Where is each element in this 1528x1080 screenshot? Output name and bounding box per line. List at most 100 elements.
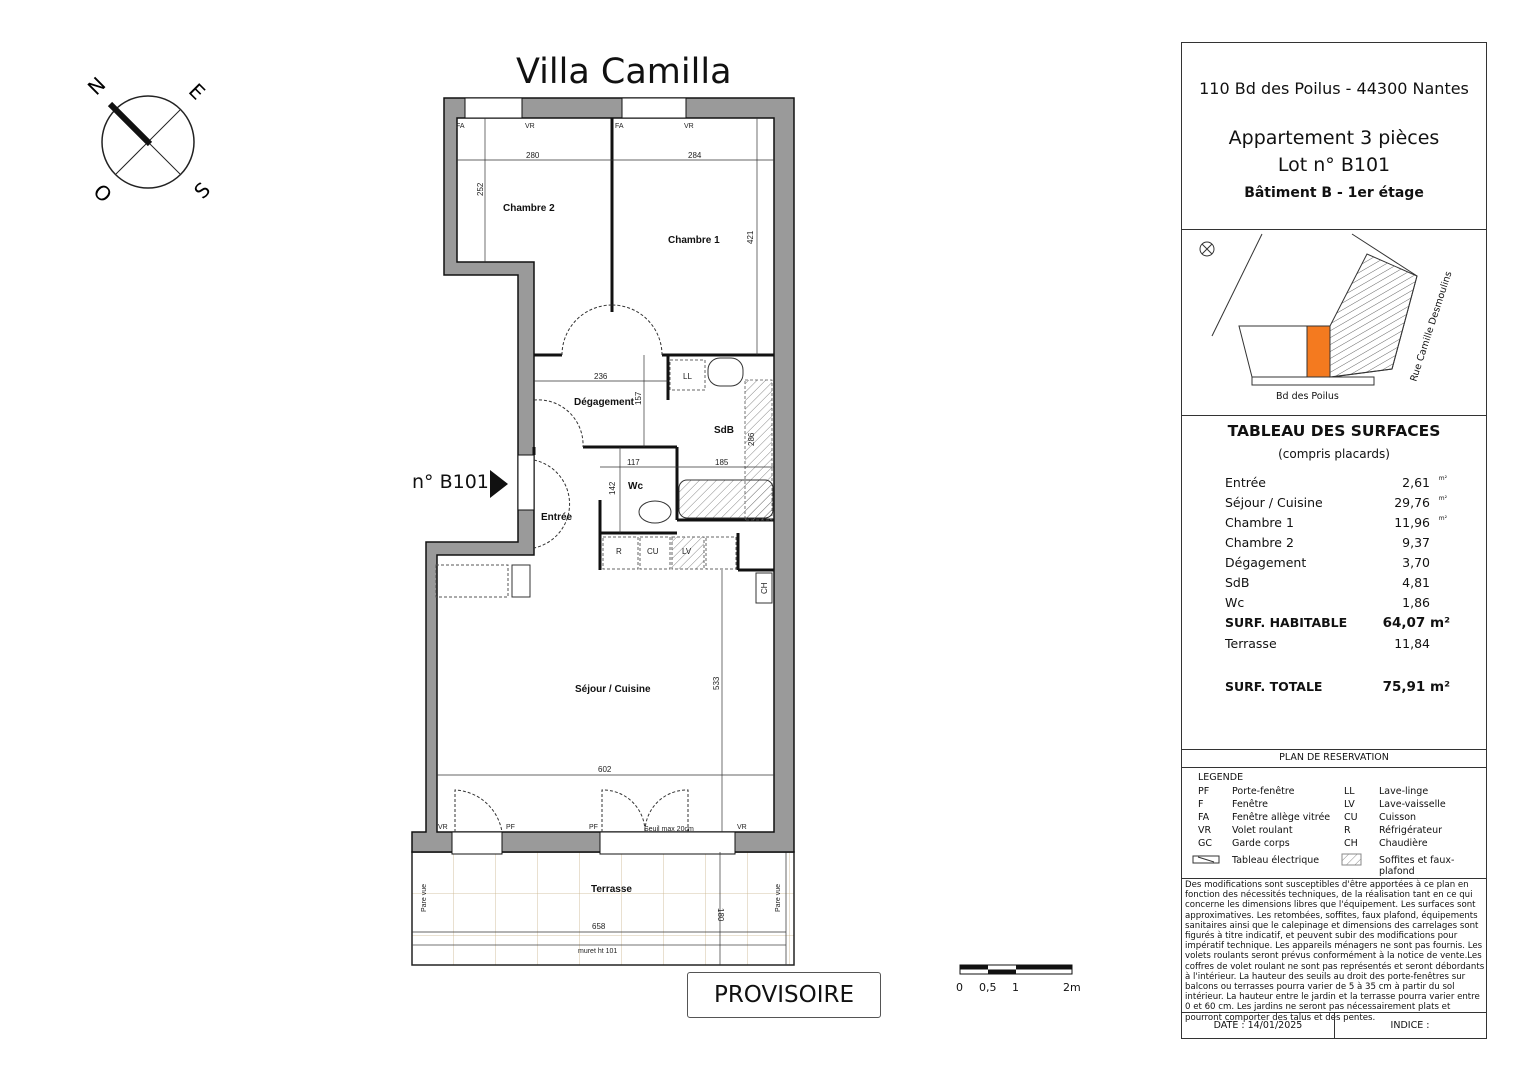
legend-code: CU [1344,812,1358,823]
row-unit: m² [1438,515,1447,522]
row-label: Chambre 2 [1225,535,1294,550]
plan-title: PLAN DE RESERVATION [1279,752,1389,763]
mark-vr: VR [438,824,448,831]
header-section: 110 Bd des Poilus - 44300 Nantes Apparte… [1182,43,1486,230]
disclaimer-section: Des modifications sont susceptibles d'êt… [1182,878,1486,1023]
room-entree: Entrée [541,512,573,523]
legend-text: Lave-vaisselle [1379,799,1446,810]
mark-vr: VR [525,123,535,130]
legend-code: GC [1198,838,1212,849]
table-subtitle: (compris placards) [1278,447,1390,461]
building-floor: Bâtiment B - 1er étage [1244,185,1424,201]
mark-fa: FA [456,123,465,130]
room-sdb: SdB [714,425,734,436]
dim: 117 [627,458,640,467]
row-value: 3,70 [1402,555,1430,570]
scale-label: 2m [1063,981,1081,994]
lot-number: Lot n° B101 [1277,154,1391,176]
legend-text: Soffites et faux-plafond [1379,855,1455,877]
mark-vr: VR [737,824,747,831]
date-field: DATE : 14/01/2025 [1182,1012,1335,1038]
dim: 533 [712,676,721,690]
legend-code: LV [1344,799,1355,810]
legend-text: Cuisson [1379,812,1417,823]
equip-lv: LV [682,547,692,556]
dim: 284 [688,151,702,160]
row-label: Séjour / Cuisine [1225,495,1323,510]
dim: 252 [476,182,485,196]
mark-pare-vue: Pare vue [421,884,428,912]
mark-seuil: Seuil max 20cm [644,826,694,833]
room-degagement: Dégagement [574,397,635,408]
room-sejour: Séjour / Cuisine [575,684,651,695]
mark-pare-vue: Pare vue [775,884,782,912]
dim: 602 [598,765,612,774]
row-value: 2,61 [1402,475,1430,490]
row-label: SURF. TOTALE [1225,679,1323,694]
room-chambre2: Chambre 2 [503,203,555,214]
table-row: Chambre 2 9,37 [1225,535,1445,553]
legend-code: FA [1198,812,1210,823]
mark-pf: PF [589,824,598,831]
scale-label: 0,5 [979,981,997,994]
legend-code: CH [1344,838,1358,849]
row-value: 75,91 m² [1382,679,1450,695]
equip-ll: LL [683,372,692,381]
compass-e: E [184,79,210,105]
row-label: Dégagement [1225,555,1307,570]
mark-pf: PF [506,824,515,831]
row-label: SdB [1225,575,1250,590]
table-row: SdB 4,81 [1225,575,1445,593]
row-unit: m² [1438,495,1447,502]
total-row: SURF. TOTALE 75,91 m² [1225,679,1450,697]
row-value: 4,81 [1402,575,1430,590]
row-value: 11,96 [1394,515,1430,530]
legend-text: Fenêtre [1232,799,1268,810]
legend-text: Chaudière [1379,838,1428,849]
legend-text: Garde corps [1232,838,1290,849]
scale-label: 0 [956,981,963,994]
dim: 286 [747,432,756,446]
dim: 658 [592,922,606,931]
surfaces-table: TABLEAU DES SURFACES (compris placards) … [1182,415,1486,750]
electric-panel-icon [1192,855,1220,864]
row-value: 1,86 [1402,595,1430,610]
legend-text: Volet roulant [1232,825,1293,836]
row-label: SURF. HABITABLE [1225,615,1348,630]
table-title: TABLEAU DES SURFACES [1227,422,1441,440]
dim: 421 [746,230,755,244]
info-panel: 110 Bd des Poilus - 44300 Nantes Apparte… [1181,42,1487,1039]
mark-muret: muret ht 101 [578,948,617,955]
row-value: 9,37 [1402,535,1430,550]
mini-compass-icon [1199,241,1215,257]
legend-title: LEGENDE [1198,772,1244,783]
dim: 280 [526,151,540,160]
mark-vr: VR [684,123,694,130]
legend-code: VR [1198,825,1212,836]
mark-fa: FA [615,123,624,130]
dim: 142 [608,481,617,495]
dim: 236 [594,372,608,381]
project-title: Villa Camilla [516,52,732,92]
legend-text: Porte-fenêtre [1232,786,1295,797]
compass-icon: N E S O [83,72,215,207]
legend-text: Tableau électrique [1232,855,1320,866]
equip-r: R [616,547,622,556]
dim: 157 [634,391,643,405]
compass-s: S [189,177,215,203]
equip-cu: CU [647,547,659,556]
scale-label: 1 [1012,981,1019,994]
room-chambre1: Chambre 1 [668,235,720,246]
site-map: Bd des Poilus Rue Camille Desmoulins [1182,229,1486,416]
table-row: Dégagement 3,70 [1225,555,1445,573]
row-label: Terrasse [1225,636,1277,651]
plan-title-section: PLAN DE RESERVATION [1182,749,1486,768]
legend-code: LL [1344,786,1355,797]
electric-panel-icon [511,564,531,598]
